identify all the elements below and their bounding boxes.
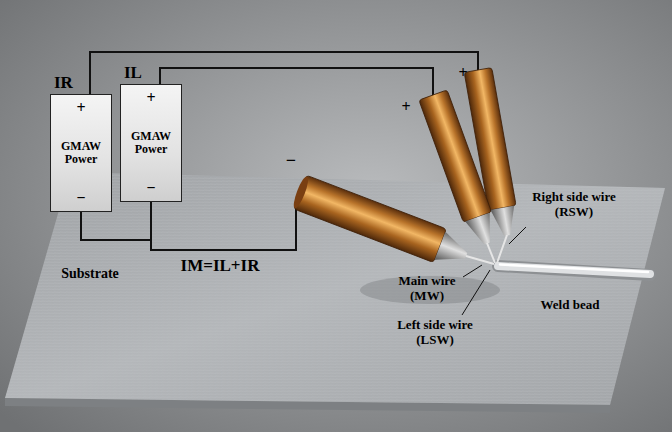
device-name: GMAW Power <box>54 140 108 167</box>
part-label: Left side wire (LSW) <box>383 318 487 347</box>
main-wire <box>466 256 494 264</box>
leader-line <box>509 227 526 244</box>
current-equation: IM=IL+IR <box>150 256 290 275</box>
contact-tip <box>490 206 518 238</box>
terminal-sign: + <box>76 99 85 117</box>
part-label: Substrate <box>48 266 132 282</box>
weld-bead-highlight <box>500 265 648 273</box>
right-negative-cable <box>81 212 151 240</box>
terminal-sign: + <box>456 64 470 82</box>
main-negative-cable <box>151 202 296 250</box>
power-box: + GMAW Power − <box>120 84 182 202</box>
terminal-sign: − <box>146 179 155 197</box>
contact-tip <box>435 232 472 270</box>
right-side-wire <box>497 235 507 263</box>
contact-tip <box>465 213 499 248</box>
current-label: IL <box>120 62 182 84</box>
terminal-sign: + <box>146 89 155 107</box>
left-side-wire <box>487 243 495 263</box>
filler-wires <box>466 235 507 264</box>
power-source: IL + GMAW Power − <box>120 62 182 202</box>
current-label: IR <box>50 72 112 94</box>
torch-body <box>419 90 492 222</box>
part-label: Right side wire (RSW) <box>522 190 626 219</box>
device-name: GMAW Power <box>124 130 178 157</box>
leader-line <box>463 265 482 277</box>
power-box: + GMAW Power − <box>50 94 112 212</box>
main-torch <box>291 174 473 272</box>
part-label: Main wire (MW) <box>393 274 461 303</box>
torch-end-cap <box>291 175 311 210</box>
terminal-sign: + <box>399 98 413 116</box>
terminal-sign: − <box>283 150 299 170</box>
part-label: Weld bead <box>528 298 612 313</box>
terminal-sign: − <box>76 189 85 207</box>
power-source: IR + GMAW Power − <box>50 72 112 212</box>
left-positive-cable <box>160 68 433 96</box>
leader-line <box>462 270 490 315</box>
torch-body <box>294 175 447 262</box>
leader-lines <box>462 227 526 315</box>
